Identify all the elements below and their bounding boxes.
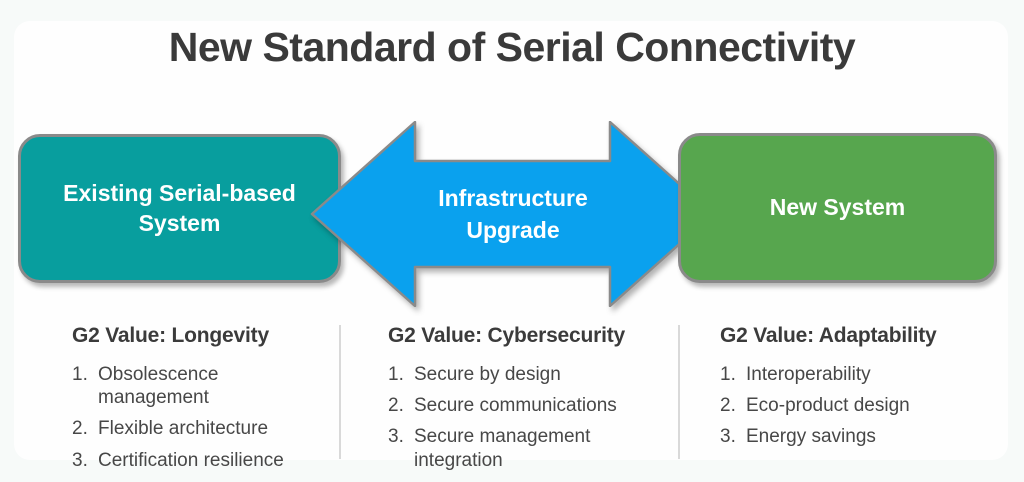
column-list-adaptability: Interoperability Eco-product design Ener… [720,363,998,449]
arrow-label: Infrastructure Upgrade [438,185,588,243]
new-system-box: New System [678,133,997,283]
existing-system-box: Existing Serial-based System [18,134,341,283]
column-divider-left [339,325,341,459]
value-column-adaptability: G2 Value: Adaptability Interoperability … [720,324,998,457]
list-item: Energy savings [720,425,876,448]
list-item: Secure management integration [388,425,591,471]
list-item: Flexible architecture [72,417,269,440]
column-list-longevity: Obsolescence management Flexible archite… [72,363,330,472]
list-item: Eco-product design [720,394,910,417]
column-heading-adaptability: G2 Value: Adaptability [720,324,937,347]
column-heading-longevity: G2 Value: Longevity [72,324,269,347]
list-item: Secure by design [388,363,561,386]
value-column-longevity: G2 Value: Longevity Obsolescence managem… [72,324,330,480]
list-item: Secure communications [388,394,617,417]
new-system-label: New System [769,194,906,221]
column-heading-cybersecurity: G2 Value: Cybersecurity [388,324,626,347]
list-item: Certification resilience [72,449,284,472]
existing-system-label: Existing Serial-based System [63,179,296,236]
diagram-title: New Standard of Serial Connectivity [168,24,856,70]
column-list-cybersecurity: Secure by design Secure communications S… [388,363,670,472]
column-divider-right [678,325,680,459]
list-item: Interoperability [720,363,871,386]
value-column-cybersecurity: G2 Value: Cybersecurity Secure by design… [388,324,670,480]
list-item: Obsolescence management [72,363,219,409]
